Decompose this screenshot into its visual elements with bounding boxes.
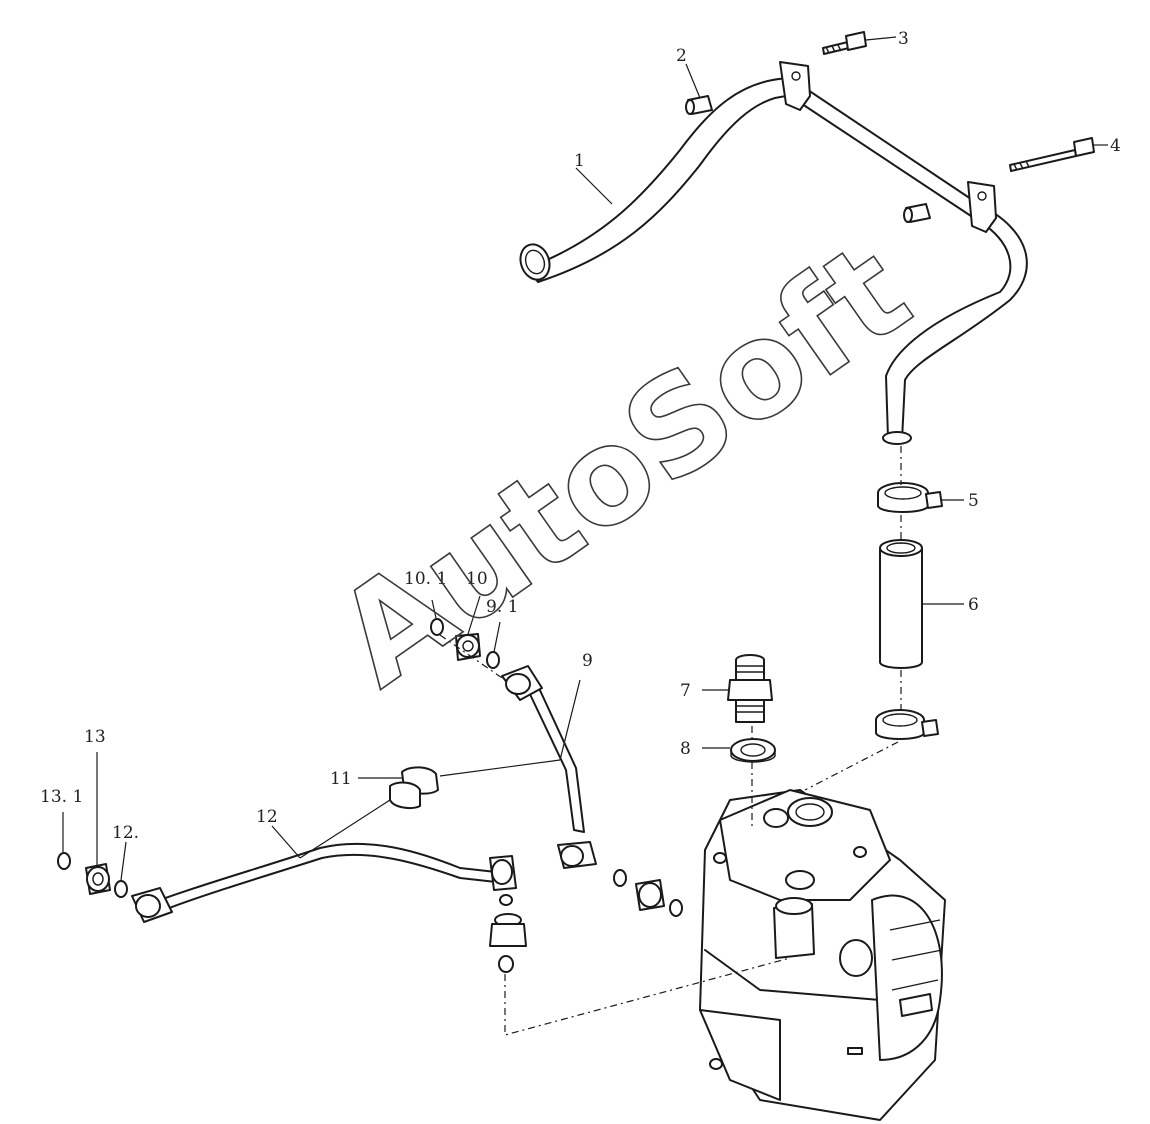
- fitting-part-13: [85, 863, 111, 895]
- washer-part-8: [730, 738, 776, 763]
- hose-clamp-lower: [875, 709, 939, 740]
- bolt-part-4: [1009, 137, 1095, 172]
- pipe-part-9: [501, 665, 597, 869]
- seal-ring-part-13-1: [57, 852, 71, 870]
- rubber-hose-part-6: [879, 539, 923, 669]
- return-pipe-part-12: [131, 842, 517, 923]
- callout-9-1: 9. 1: [486, 597, 518, 617]
- callout-7: 7: [680, 681, 691, 701]
- fitting-mid: [635, 879, 665, 911]
- seal-ring-part-12-dot: [114, 880, 128, 898]
- callout-10-1: 10. 1: [404, 569, 447, 589]
- fitting-lower: [489, 894, 527, 973]
- seal-ring-part-9-1: [486, 651, 500, 669]
- assembly-guide-lines: [439, 446, 902, 1036]
- callout-10: 10: [466, 569, 488, 589]
- callout-13: 13: [84, 727, 106, 747]
- seal-ring-mid: [613, 869, 683, 917]
- callout-5: 5: [968, 491, 979, 511]
- seal-ring-part-10-1: [430, 618, 444, 636]
- fitting-part-10: [455, 633, 481, 661]
- callout-13-1: 13. 1: [40, 787, 83, 807]
- air-compressor-body: [699, 789, 946, 1121]
- callout-9: 9: [582, 651, 593, 671]
- callout-4: 4: [1110, 136, 1121, 156]
- callout-leaders: [62, 36, 1108, 881]
- callout-8: 8: [680, 739, 691, 759]
- hose-clamp-part-5: [877, 482, 943, 513]
- callout-1: 1: [574, 151, 585, 171]
- callout-2: 2: [676, 46, 687, 66]
- spacer-sleeve-part-2: [685, 95, 931, 223]
- pipe-clip-part-11: [389, 766, 439, 809]
- fitting-part-7: [727, 654, 773, 723]
- callout-12: 12: [256, 807, 278, 827]
- callout-labels: 1 2 3 4 5 6 7 8 9 10 10. 1 9. 1 11 12 12…: [40, 29, 1121, 843]
- callout-12-dot: 12.: [112, 823, 139, 843]
- callout-11: 11: [330, 769, 352, 789]
- coolant-pipe-part-1: [519, 61, 1028, 445]
- watermark: AutoSoft: [310, 214, 936, 717]
- bolt-part-3: [822, 31, 867, 55]
- callout-6: 6: [968, 595, 979, 615]
- callout-3: 3: [898, 29, 909, 49]
